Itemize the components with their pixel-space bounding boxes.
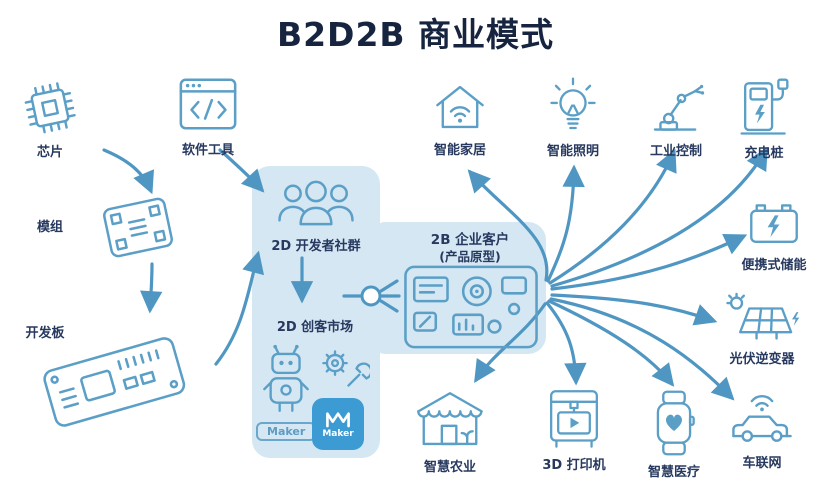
- maker-badge-filled-label: Maker: [322, 429, 354, 439]
- chip-label: 芯片: [36, 145, 63, 160]
- module-label: 模组: [36, 220, 63, 235]
- module-board-icon: [103, 197, 173, 258]
- maker-badge-filled: Maker: [312, 398, 364, 450]
- node-portable-storage: 便携式储能: [722, 198, 826, 273]
- car-wifi-icon: [732, 394, 792, 442]
- node-developer-community: 2D 开发者社群: [266, 176, 366, 254]
- node-3d-printer: 3D 打印机: [526, 386, 622, 473]
- page-title: B2D2B 商业模式: [276, 15, 555, 54]
- smart-agriculture-label: 智慧农业: [423, 460, 476, 475]
- prototype-board-icon: [404, 265, 538, 349]
- house-wifi-icon: [436, 85, 484, 129]
- ev-charger-icon: [740, 78, 789, 135]
- smart-healthcare-label: 智慧医疗: [647, 465, 700, 480]
- printer-3d-label: 3D 打印机: [542, 458, 606, 473]
- software-tools-label: 软件工具: [181, 143, 234, 158]
- developer-community-label: 2D 开发者社群: [271, 239, 361, 254]
- printer-3d-icon: [550, 390, 598, 448]
- node-smart-agriculture: 智慧农业: [402, 386, 498, 475]
- node-ev-charger: 充电桩: [716, 76, 812, 161]
- node-connected-car: 车联网: [712, 390, 812, 471]
- node-chip: 芯片: [8, 78, 92, 160]
- solar-panel-icon: [726, 292, 800, 340]
- node-smart-home: 智能家居: [414, 78, 506, 158]
- enterprise-customer-label: 2B 企业客户: [430, 232, 510, 248]
- developer-community-icon: [278, 180, 354, 226]
- maker-m-logo-icon: [326, 412, 350, 428]
- smartwatch-heart-icon: [656, 390, 695, 456]
- robot-arm-icon: [653, 84, 705, 131]
- maker-badge-outline: Maker: [256, 422, 317, 441]
- chip-icon: [24, 82, 76, 134]
- node-pv-inverter: 光伏逆变器: [710, 292, 814, 367]
- node-software-tools: 软件工具: [166, 72, 250, 158]
- ev-charger-label: 充电桩: [744, 146, 784, 161]
- code-window-icon: [179, 78, 237, 130]
- robot-icon: [263, 344, 309, 412]
- smart-lighting-label: 智能照明: [546, 144, 599, 159]
- portable-storage-label: 便携式储能: [741, 258, 807, 273]
- node-smart-lighting: 智能照明: [526, 76, 620, 159]
- dev-board-icon: [43, 337, 186, 427]
- pv-inverter-label: 光伏逆变器: [729, 352, 795, 367]
- connected-car-label: 车联网: [742, 456, 782, 471]
- gear-wrench-icon: [322, 350, 370, 387]
- battery-bolt-icon: [750, 204, 798, 243]
- lightbulb-icon: [550, 77, 596, 130]
- greenhouse-icon: [417, 392, 483, 446]
- node-industrial-control: 工业控制: [628, 80, 724, 159]
- dev-board-label: 开发板: [25, 326, 65, 341]
- industrial-control-label: 工业控制: [649, 144, 702, 159]
- smart-home-label: 智能家居: [433, 143, 486, 158]
- node-smart-healthcare: 智慧医疗: [628, 388, 720, 480]
- maker-market-label: 2D 创客市场: [276, 320, 354, 335]
- maker-badge-outline-label: Maker: [267, 425, 306, 438]
